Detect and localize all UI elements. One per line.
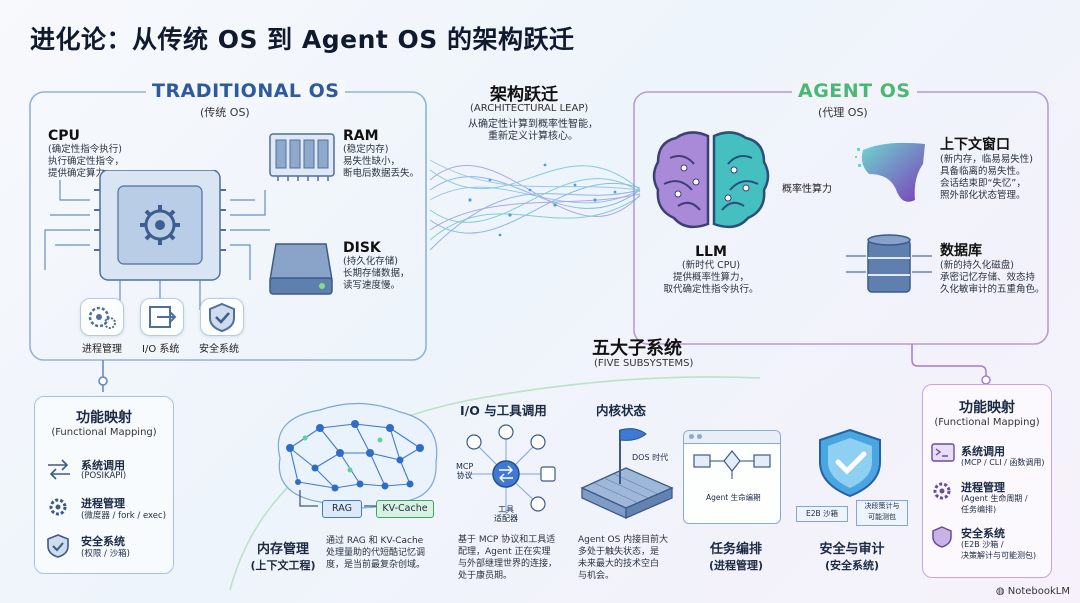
dos-era-label: DOS 时代 [632,453,669,462]
tool-adapter-label: 工具 适配器 [494,505,518,523]
right-functional-mapping: 功能映射 (Functional Mapping) 系统调用 (MCP / CL… [922,384,1052,578]
left-functional-mapping: 功能映射 (Functional Mapping) 系统调用 (POSIKAPI… [34,396,174,574]
process-module-label: 进程管理 [82,344,122,355]
security-module-label: 安全系统 [199,344,239,355]
task-title: 任务编排 (进程管理) [708,542,764,572]
shield-icon [932,526,952,548]
e2b-sandbox-chip: E2B 沙箱 [796,506,848,522]
agent-lifecycle-label: Agent 生命编期 [706,493,761,502]
kernel-title: 内核状态 [596,403,647,418]
window-titlebar [684,431,780,444]
memory-network-icon [277,402,438,509]
five-subsystems-heading: 五大子系统 [592,338,682,359]
traditional-os-sub: (传统 OS) [200,106,250,119]
io-module-card [140,298,184,336]
database-label: 数据库 (新的持久化磁盘) 承密记忆存储、效态持 久化敏审计的五重角色。 [940,243,1045,295]
kernel-flag-icon [580,428,674,520]
process-module-card [80,298,124,336]
leap-sub: (ARCHITECTURAL LEAP) [470,103,589,114]
swap-arrows-icon [48,459,70,480]
gears-icon [88,306,116,329]
ram-icon [269,133,335,181]
window-dot [697,434,702,439]
agent-os-sub: (代理 OS) [818,106,868,119]
notebooklm-watermark: ◍ NotebookLM [995,586,1070,597]
database-icon [846,234,932,293]
io-desc: 基于 MCP 协议和工具适 配理，Agent 正在实理 与外部继理世界的连接， … [458,535,558,581]
shield-check-icon [209,302,235,333]
kernel-desc: Agent OS 内接目前大 多处于触失状态，是 未来最大的技术空白 与机会。 [578,535,669,581]
security-module-card [200,298,244,336]
tool-hub-icon [466,424,556,514]
prob-compute-label: 概率性算力 [782,184,832,195]
audit-chip: 决段策计与 可能测包 [856,500,908,526]
security-title: 安全与审计 (安全系统) [819,542,885,572]
shield-check-icon [47,534,69,558]
traditional-os-heading: TRADITIONAL OS [146,80,346,102]
memory-title: 内存管理 (上下文工程) [250,542,316,572]
notebooklm-logo-icon: ◍ [995,586,1008,597]
agent-os-heading: AGENT OS [792,80,917,102]
window-dot [689,434,694,439]
gear-icon [933,482,951,500]
task-window: Agent 生命编期 [683,430,781,524]
rag-chip: RAG [322,500,362,518]
memory-desc: 通过 RAG 和 KV-Cache 处理量助的代短酷记忆调 度，是当前最复杂创域… [326,536,426,570]
llm-label: LLM (新时代 CPU) 提供概率性算力， 取代确定性指令执行。 [663,244,759,295]
five-subsystems-sub: (FIVE SUBSYSTEMS) [594,358,694,369]
io-module-label: I/O 系统 [142,344,180,355]
flowchart-icon [693,450,771,479]
cpu-chip-icon [44,170,270,310]
kv-cache-chip: KV-Cache [376,500,434,518]
terminal-icon [931,443,955,462]
shield-check-icon [819,428,881,498]
disk-icon [269,243,333,295]
gear-icon [49,498,67,516]
disk-label: DISK (持久化存储) 长期存储数据， 读写速度慢。 [343,240,410,291]
ram-label: RAM (稳定内存) 易失性缺小， 断电后数据丢失。 [343,128,420,179]
io-title: I/O 与工具调用 [460,403,547,418]
leap-desc: 从确定性计算到概率性智能， 重新定义计算核心。 [468,119,598,142]
cpu-label: CPU (确定性指令执行) 执行确定性指令， 提供确定算力。 [48,128,125,179]
mcp-protocol-label: MCP 协议 [456,462,474,480]
context-window-icon [855,142,925,202]
page-title: 进化论：从传统 OS 到 Agent OS 的架构跃迁 [30,25,575,54]
context-window-label: 上下文窗口 (新内存，临易易失性) 具备临离的易失性。 会话结束即“失忆”， 照… [940,137,1033,201]
io-arrow-icon [149,306,177,328]
leap-heading: 架构跃迁 [490,85,558,105]
brain-icon [652,131,770,229]
